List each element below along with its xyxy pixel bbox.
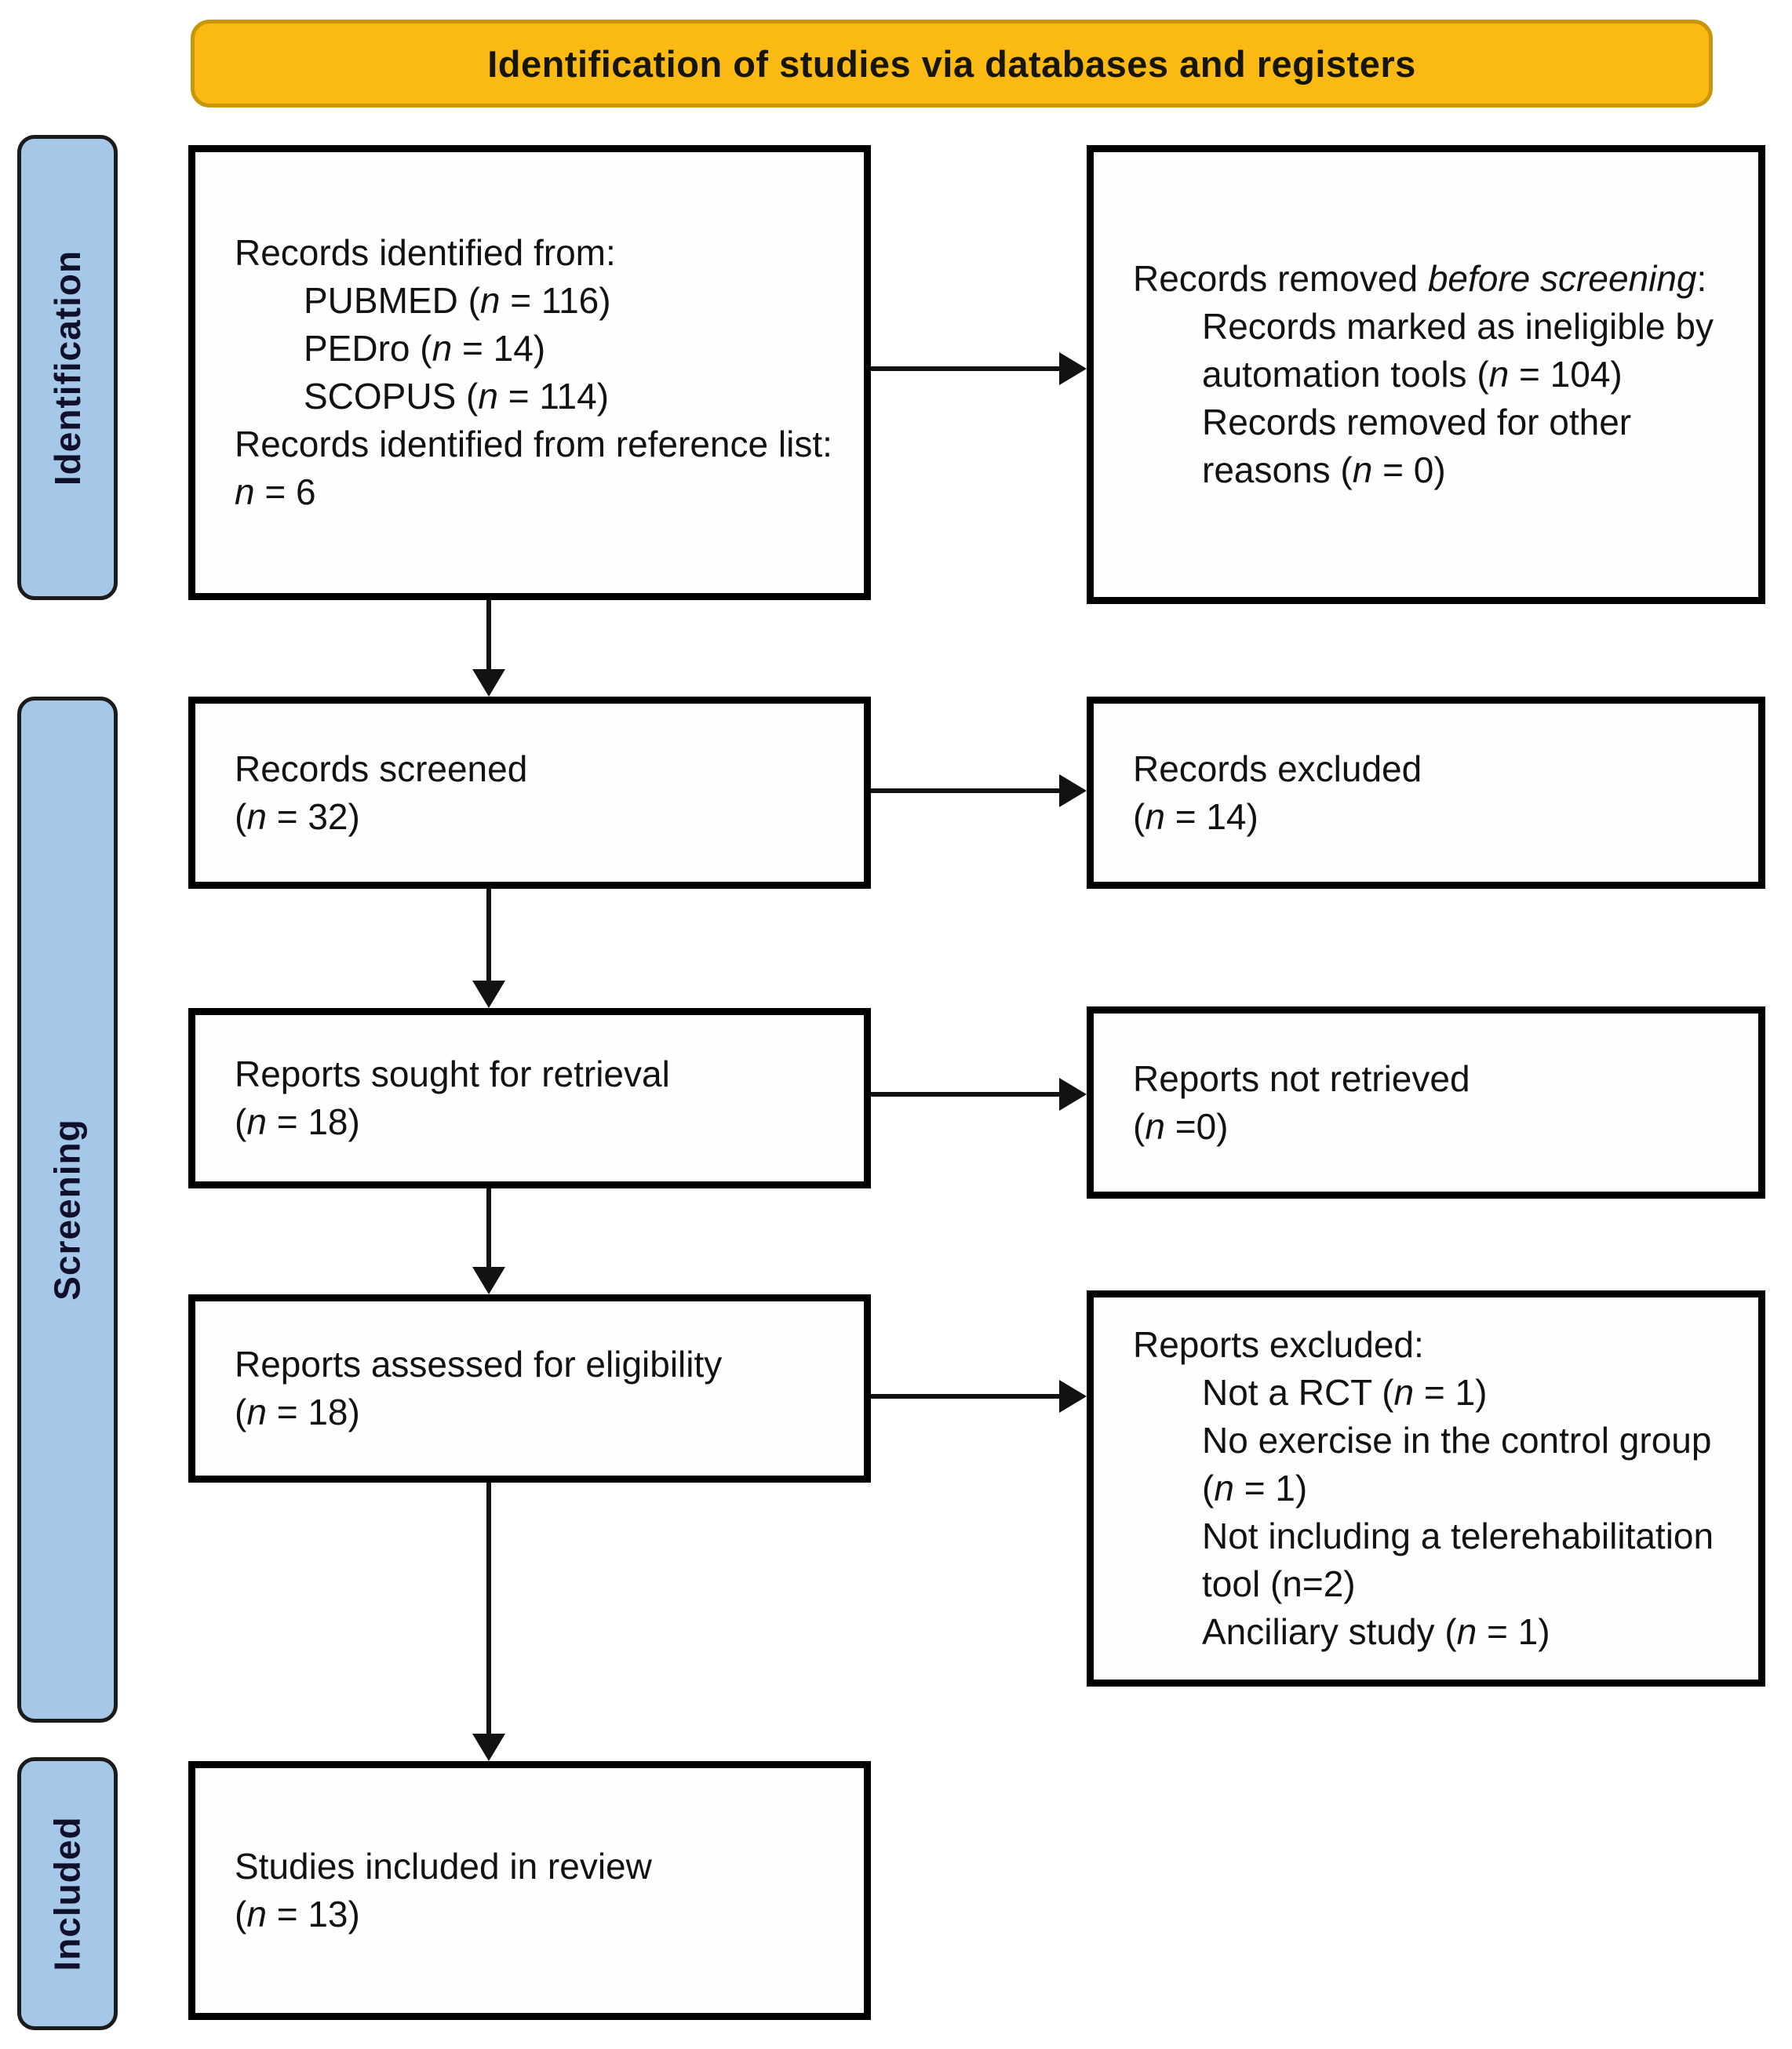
arrow-down-icon-1 bbox=[472, 600, 506, 697]
arrow-down-icon-4 bbox=[472, 1483, 506, 1761]
text-line: (n = 14) bbox=[1133, 795, 1258, 837]
text-line: Records excluded bbox=[1133, 748, 1422, 789]
box-records-identified: Records identified from: PUBMED (n = 116… bbox=[188, 145, 871, 600]
text-line: (n = 32) bbox=[235, 795, 360, 837]
text-line: Reports not retrieved bbox=[1133, 1057, 1470, 1099]
text-line: Studies included in review bbox=[235, 1846, 652, 1887]
text-line: Not a RCT (n = 1) bbox=[1202, 1372, 1488, 1413]
arrow-right-icon-1 bbox=[871, 351, 1087, 386]
text-line: Records removed before screening: bbox=[1133, 255, 1741, 303]
text-line: Reports assessed for eligibility bbox=[235, 1344, 723, 1385]
arrow-right-icon-3 bbox=[871, 1077, 1087, 1112]
arrow-head bbox=[472, 981, 505, 1008]
arrow-shaft bbox=[486, 1188, 491, 1271]
arrow-shaft bbox=[486, 600, 491, 673]
text-line: Not including a telerehabilitation tool … bbox=[1202, 1516, 1714, 1604]
text-line: Reports excluded: bbox=[1133, 1324, 1424, 1365]
text-line: Anciliary study (n = 1) bbox=[1202, 1611, 1550, 1652]
text-line: (n =0) bbox=[1133, 1105, 1229, 1147]
stage-identification: Identification bbox=[17, 135, 118, 600]
box-reports-not-retrieved: Reports not retrieved (n =0) bbox=[1087, 1006, 1765, 1199]
arrow-down-icon-3 bbox=[472, 1188, 506, 1294]
box-records-screened: Records screened (n = 32) bbox=[188, 697, 871, 889]
arrow-shaft bbox=[486, 1483, 491, 1738]
box-records-removed: Records removed before screening: Record… bbox=[1087, 145, 1765, 604]
stage-included-label: Included bbox=[47, 1816, 88, 1971]
text-line: SCOPUS (n = 114) bbox=[304, 376, 610, 417]
arrow-down-icon-2 bbox=[472, 889, 506, 1008]
text-line: PEDro (n = 14) bbox=[304, 328, 546, 369]
arrow-shaft bbox=[871, 788, 1063, 793]
banner-title: Identification of studies via databases … bbox=[487, 42, 1416, 85]
box-records-excluded: Records excluded (n = 14) bbox=[1087, 697, 1765, 889]
arrow-shaft bbox=[871, 366, 1063, 371]
arrow-head bbox=[1059, 1380, 1087, 1413]
text-segment-italic: before screening bbox=[1427, 258, 1697, 299]
text-line: Records identified from reference list: … bbox=[235, 424, 832, 512]
arrow-shaft bbox=[871, 1092, 1063, 1097]
arrow-head bbox=[472, 1267, 505, 1294]
arrow-shaft bbox=[871, 1394, 1063, 1399]
text-line: Records removed for other reasons (n = 0… bbox=[1202, 402, 1632, 490]
banner: Identification of studies via databases … bbox=[191, 20, 1713, 107]
text-line: Records marked as ineligible by automati… bbox=[1202, 306, 1714, 395]
stage-identification-label: Identification bbox=[47, 249, 89, 486]
arrow-right-icon-2 bbox=[871, 773, 1087, 808]
arrow-head bbox=[1059, 352, 1087, 385]
text-line: Records screened bbox=[235, 748, 528, 789]
arrow-right-icon-4 bbox=[871, 1379, 1087, 1414]
box-reports-excluded: Reports excluded: Not a RCT (n = 1) No e… bbox=[1087, 1290, 1765, 1687]
text-line: PUBMED (n = 116) bbox=[304, 280, 611, 321]
arrow-head bbox=[1059, 1078, 1087, 1111]
arrow-head bbox=[472, 669, 505, 697]
stage-included: Included bbox=[17, 1757, 118, 2030]
text-line: Records identified from: bbox=[235, 232, 616, 273]
text-line: (n = 13) bbox=[235, 1894, 360, 1934]
text-line: Reports sought for retrieval bbox=[235, 1054, 670, 1094]
stage-screening: Screening bbox=[17, 697, 118, 1723]
box-studies-included: Studies included in review (n = 13) bbox=[188, 1761, 871, 2020]
text-segment: Records removed bbox=[1133, 258, 1428, 299]
box-reports-assessed: Reports assessed for eligibility (n = 18… bbox=[188, 1294, 871, 1483]
text-line: (n = 18) bbox=[235, 1392, 360, 1432]
stage-screening-label: Screening bbox=[47, 1119, 89, 1301]
box-reports-sought: Reports sought for retrieval (n = 18) bbox=[188, 1008, 871, 1188]
text-segment: : bbox=[1696, 258, 1707, 299]
arrow-head bbox=[1059, 774, 1087, 807]
arrow-head bbox=[472, 1734, 505, 1761]
text-line: No exercise in the control group (n = 1) bbox=[1202, 1420, 1712, 1509]
text-line: (n = 18) bbox=[235, 1101, 360, 1142]
arrow-shaft bbox=[486, 889, 491, 984]
